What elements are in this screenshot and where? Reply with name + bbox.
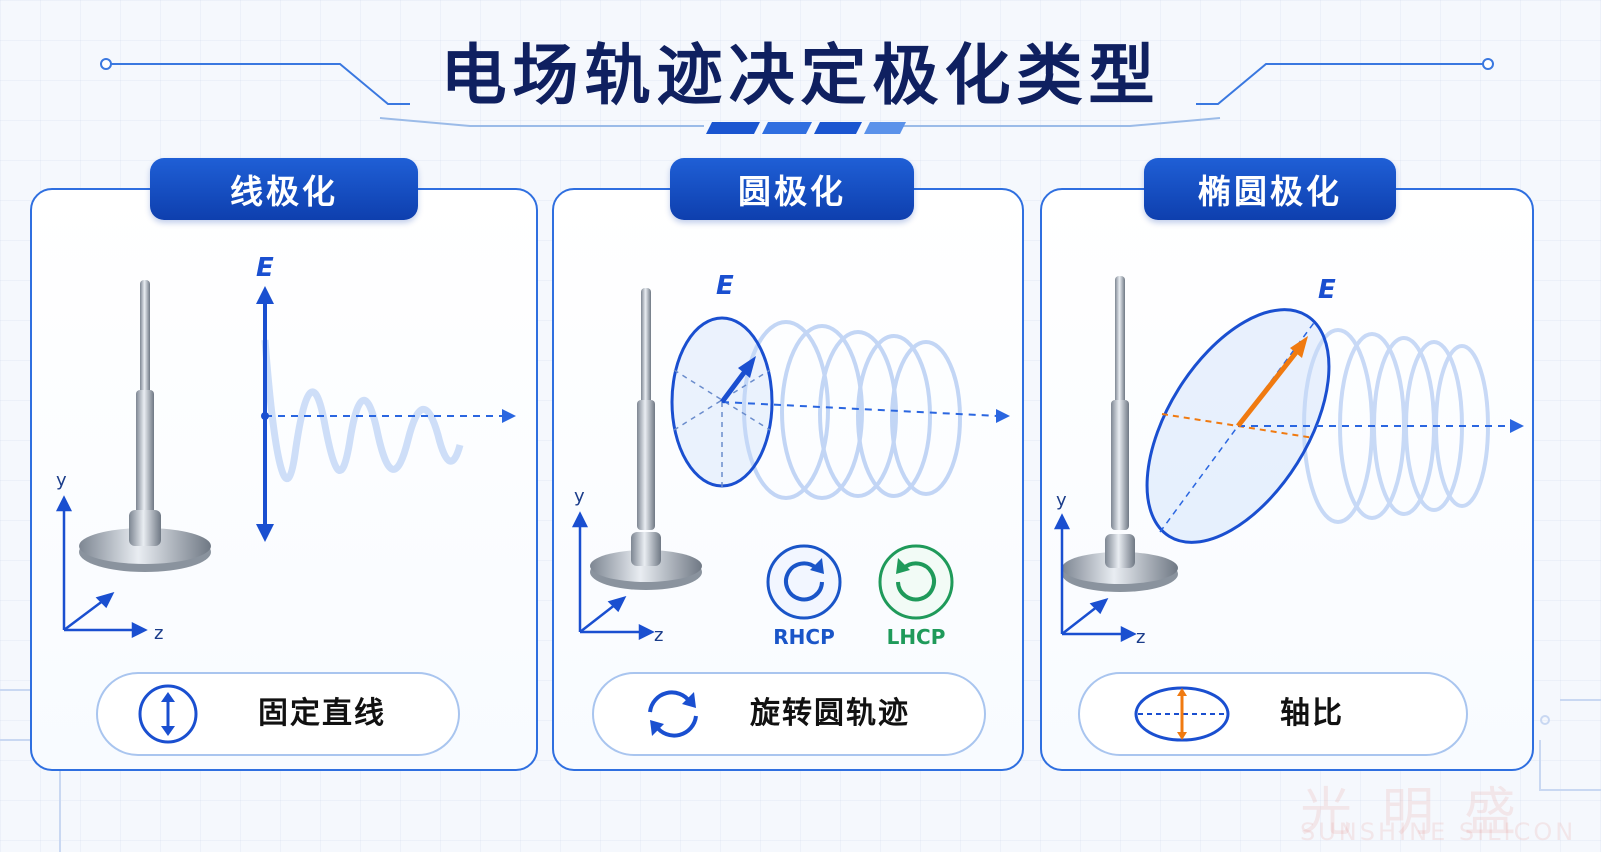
- rotate-arrows-icon: [648, 690, 698, 738]
- panel-tab-elliptical: 椭圆极化: [1144, 158, 1396, 220]
- vertical-double-arrow-icon: [138, 684, 198, 744]
- pill-text: 旋转圆轨迹: [750, 696, 910, 731]
- pill-rotating-circle: 旋转圆轨迹: [592, 672, 986, 756]
- axis-y-label: y: [56, 470, 67, 491]
- ellipse-axis-icon: [1134, 686, 1230, 742]
- panel-circular-polarization: 圆极化 y z: [552, 158, 1024, 771]
- panel-elliptical-polarization: 椭圆极化 y z: [1040, 158, 1534, 771]
- watermark-logo-text: 光明盛: [1300, 783, 1547, 843]
- coordinate-axes: [571, 511, 655, 641]
- linear-polarization-scene: y z E: [55, 253, 516, 644]
- coordinate-axes: [1053, 513, 1137, 643]
- elliptical-polarization-scene: y z E: [1053, 275, 1524, 648]
- axis-z-label: z: [154, 623, 163, 644]
- electric-field-label: E: [716, 271, 734, 301]
- antenna-icon: [1062, 276, 1178, 592]
- helix-trail: [742, 320, 962, 500]
- lhcp-label: LHCP: [887, 625, 946, 649]
- antenna-icon: [590, 288, 702, 590]
- counterclockwise-icon: [878, 544, 954, 620]
- panel-tab-circular: 圆极化: [670, 158, 914, 220]
- pill-fixed-line: 固定直线: [96, 672, 460, 756]
- axis-z-label: z: [1136, 627, 1145, 648]
- main-title: 电场轨迹决定极化类型: [440, 37, 1161, 114]
- antenna-icon: [79, 280, 211, 572]
- axis-y-label: y: [1056, 490, 1067, 511]
- pill-text: 轴比: [1280, 696, 1344, 731]
- pill-text: 固定直线: [258, 696, 386, 731]
- panel-linear-polarization: 线极化 y z: [30, 158, 538, 771]
- rhcp-label: RHCP: [773, 625, 834, 649]
- axis-z-label: z: [654, 625, 663, 646]
- coordinate-axes: [55, 495, 148, 639]
- clockwise-icon: [766, 544, 842, 620]
- electric-field-label: E: [256, 253, 274, 283]
- panel-tab-linear: 线极化: [150, 158, 418, 220]
- electric-field-label: E: [1318, 275, 1336, 305]
- linear-wave: [261, 339, 464, 483]
- watermark-logo-subtext: SUNSHINE SILICON: [1300, 818, 1577, 846]
- circular-polarization-scene: y z E RHCP LHCP: [571, 271, 1010, 649]
- pill-axial-ratio: 轴比: [1078, 672, 1468, 756]
- axis-y-label: y: [574, 486, 585, 507]
